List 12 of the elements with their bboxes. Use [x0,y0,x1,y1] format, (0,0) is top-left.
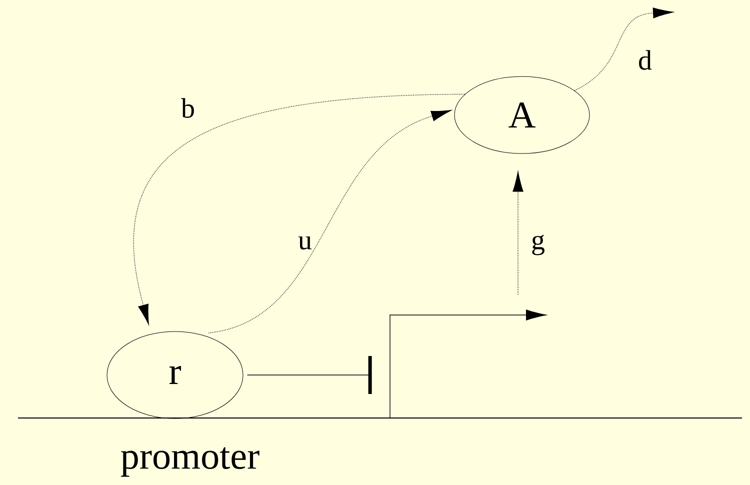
edge-label: g [530,234,546,256]
edge-label: b [180,97,196,119]
arrow [208,110,452,334]
arrow [512,172,524,296]
ellipse-node: r [106,331,244,419]
arrow [574,8,674,91]
arrow [133,94,466,325]
edge-label: u [297,235,313,251]
ellipse-node: A [454,76,590,154]
arrow [246,356,372,394]
promoter-arrow-drawing [390,310,546,418]
edge-label: d [637,49,653,71]
